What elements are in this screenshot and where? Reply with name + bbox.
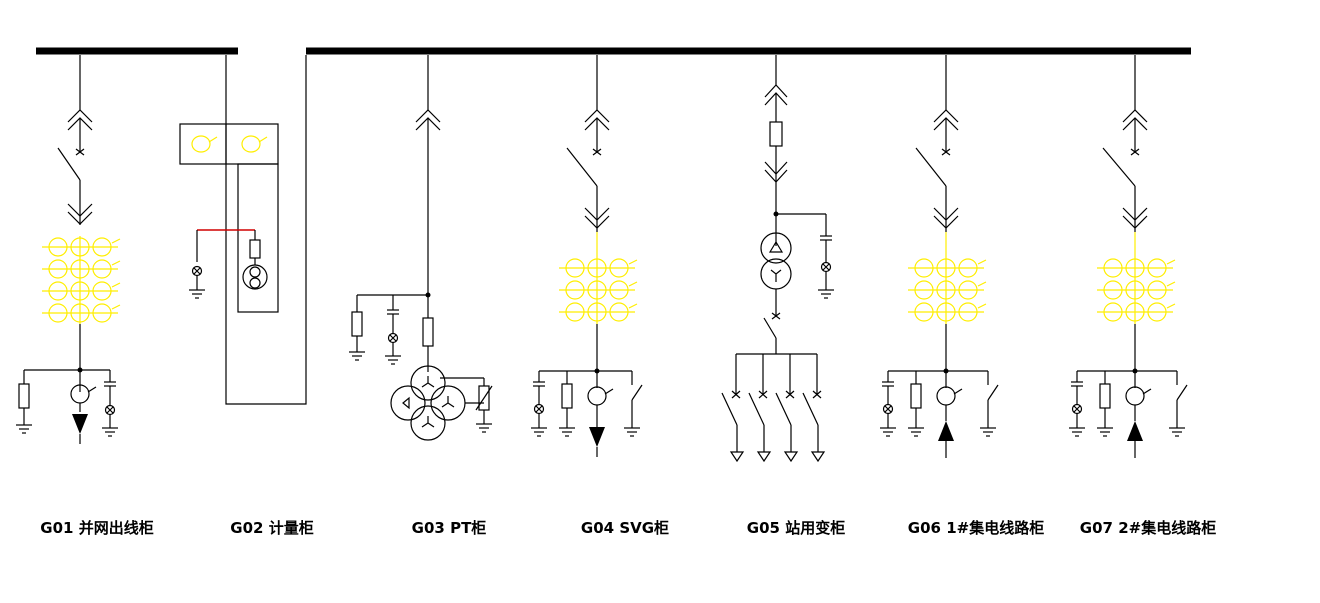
- voltage-transformer-icon: [390, 365, 466, 441]
- live-indicator-icon: [818, 214, 834, 299]
- cabinet-label-g07: G07 2#集电线路柜: [1080, 519, 1216, 537]
- cabinet-g01-diagram: [16, 55, 121, 444]
- withdrawable-contact-icon: [584, 109, 610, 156]
- current-transformer-icon: [1125, 386, 1152, 421]
- cabinet-g02-diagram: [179, 55, 307, 405]
- meter-icon: [191, 135, 268, 153]
- withdrawable-contact-icon: [764, 84, 788, 122]
- cabinet-label-g05: G05 站用变柜: [747, 519, 845, 537]
- withdrawable-contact-icon: [67, 180, 93, 225]
- station-transformer-icon: [760, 232, 792, 290]
- cable-termination-icon: [1127, 421, 1143, 441]
- cabinet-label-g06: G06 1#集电线路柜: [908, 519, 1044, 537]
- cabinet-label-g04: G04 SVG柜: [581, 519, 669, 537]
- cabinet-label-g03: G03 PT柜: [412, 519, 487, 537]
- live-indicator-icon: [102, 370, 118, 437]
- earthing-switch-icon: [980, 371, 999, 437]
- cable-termination-icon: [938, 421, 954, 441]
- disconnect-switch-icon: [915, 147, 947, 187]
- withdrawable-contact-icon: [1122, 109, 1148, 156]
- withdrawable-contact-icon: [584, 186, 610, 232]
- cabinet-label-g01: G01 并网出线柜: [40, 519, 153, 537]
- current-transformer-icon: [908, 232, 987, 324]
- cabinet-labels: G01 并网出线柜 G02 计量柜 G03 PT柜 G04 SVG柜 G05 站…: [40, 519, 1216, 537]
- disconnect-switch-icon: [566, 147, 598, 187]
- current-transformer-icon: [559, 232, 638, 324]
- surge-arrester-icon: [1097, 371, 1113, 437]
- live-indicator-icon: [385, 295, 401, 365]
- cabinet-g05-diagram: [721, 55, 834, 463]
- fuse-icon: [249, 239, 261, 259]
- cabinet-g03-diagram: [349, 55, 493, 441]
- current-transformer-icon: [70, 384, 97, 412]
- current-transformer-icon: [936, 386, 963, 421]
- fuse-icon: [422, 317, 434, 347]
- feeder-switches: [721, 354, 826, 463]
- surge-arrester-icon: [349, 295, 365, 361]
- cable-termination-icon: [72, 414, 88, 434]
- earthing-switch-icon: [624, 371, 643, 437]
- cabinet-g04-diagram: [531, 55, 643, 457]
- fuse-icon: [769, 121, 783, 147]
- withdrawable-contact-icon: [67, 109, 93, 156]
- live-indicator-icon: [531, 371, 547, 437]
- current-transformer-icon: [587, 386, 614, 427]
- cable-termination-icon: [589, 427, 605, 447]
- withdrawable-contact-icon: [764, 146, 788, 246]
- live-indicator-icon: [880, 371, 896, 437]
- disconnect-switch-icon: [1102, 147, 1136, 187]
- live-indicator-icon: [189, 265, 205, 299]
- cabinet-g06-diagram: [880, 55, 999, 458]
- withdrawable-contact-icon: [933, 109, 959, 156]
- surge-arrester-icon: [559, 371, 575, 437]
- surge-arrester-icon: [908, 371, 924, 437]
- disconnect-switch-icon: [763, 317, 777, 339]
- surge-arrester-icon: [16, 370, 32, 434]
- earthing-switch-icon: [1169, 371, 1188, 437]
- current-transformer-icon: [1097, 232, 1176, 324]
- disconnect-switch-icon: [57, 147, 81, 181]
- withdrawable-contact-icon: [1122, 186, 1148, 232]
- withdrawable-contact-icon: [933, 186, 959, 232]
- cabinet-g07-diagram: [1069, 55, 1188, 458]
- cabinet-label-g02: G02 计量柜: [230, 519, 313, 537]
- live-indicator-icon: [1069, 371, 1085, 437]
- voltage-transformer-icon: [242, 264, 268, 290]
- current-transformer-icon: [42, 236, 121, 324]
